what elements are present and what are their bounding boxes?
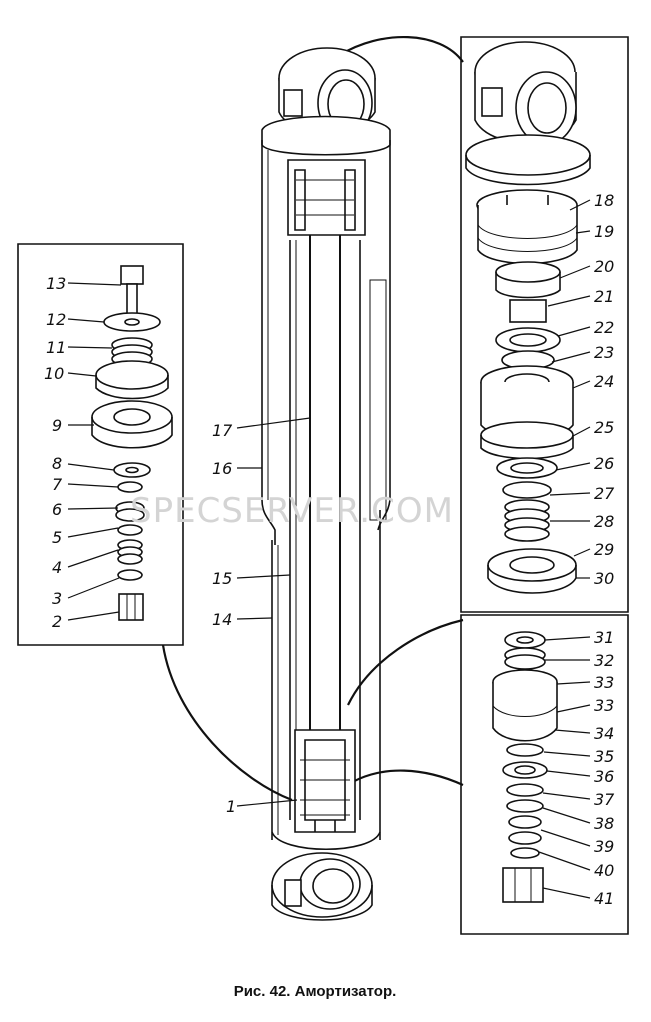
figure-caption: Рис. 42. Амортизатор.: [233, 983, 397, 1000]
callout-5: 5: [52, 528, 62, 547]
callout-13: 13: [46, 274, 66, 293]
callout-7: 7: [52, 475, 63, 494]
callout-33a: 33: [594, 673, 614, 692]
callout-29: 29: [594, 540, 614, 559]
callout-18: 18: [594, 191, 614, 210]
callout-4: 4: [52, 558, 62, 577]
callout-32: 32: [594, 651, 614, 670]
callout-8: 8: [52, 454, 62, 473]
callout-26: 26: [594, 454, 614, 473]
callout-35: 35: [594, 747, 614, 766]
callout-11: 11: [46, 338, 66, 357]
callout-33b: 33: [594, 696, 614, 715]
callout-12: 12: [46, 310, 66, 329]
callout-21: 21: [594, 287, 614, 306]
leader-lines: [67, 199, 591, 899]
callout-3: 3: [52, 589, 62, 608]
callout-38: 38: [594, 814, 614, 833]
callout-39: 39: [594, 837, 614, 856]
callout-25: 25: [594, 418, 614, 437]
callout-16: 16: [212, 459, 232, 478]
callout-22: 22: [594, 318, 614, 337]
right-top-panel-parts: [465, 41, 591, 594]
callout-30: 30: [594, 569, 614, 588]
callout-28: 28: [594, 512, 614, 531]
callout-37: 37: [594, 790, 615, 809]
left-panel-parts: [91, 265, 173, 621]
callout-27: 27: [594, 484, 615, 503]
callout-24: 24: [594, 372, 614, 391]
panel-frames: [17, 36, 629, 935]
callout-40: 40: [594, 861, 614, 880]
callout-9: 9: [52, 416, 62, 435]
callout-15: 15: [212, 569, 232, 588]
callout-41: 41: [594, 889, 614, 908]
callout-10: 10: [44, 364, 64, 383]
callout-2: 2: [52, 612, 62, 631]
callout-17: 17: [212, 421, 233, 440]
callout-31: 31: [594, 628, 614, 647]
callout-34: 34: [594, 724, 614, 743]
main-shock-absorber: [261, 47, 391, 921]
callout-36: 36: [594, 767, 614, 786]
callout-23: 23: [594, 343, 614, 362]
callout-1: 1: [226, 797, 236, 816]
callout-19: 19: [594, 222, 614, 241]
callout-20: 20: [594, 257, 614, 276]
right-bottom-panel-parts: [492, 631, 558, 903]
callout-labels: 2 3 4 5 6 7 8 9 10 11 12 13 1 14 15 16 1…: [44, 191, 615, 908]
callout-14: 14: [212, 610, 232, 629]
callout-6: 6: [52, 500, 62, 519]
watermark: SPECSERVER.COM: [130, 491, 454, 531]
